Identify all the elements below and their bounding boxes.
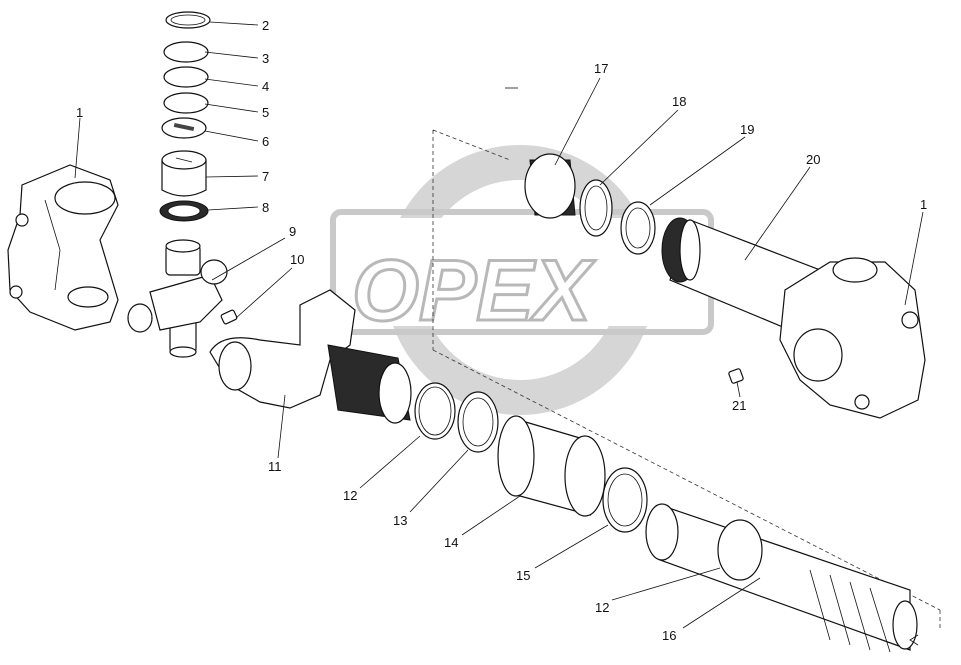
callout-12-lower: 12	[595, 600, 609, 615]
leader-lines	[74, 21, 924, 629]
splined-shaft-16	[645, 503, 918, 653]
callout-11: 11	[268, 459, 282, 474]
callout-5: 5	[262, 105, 269, 120]
callout-9: 9	[289, 224, 296, 239]
callout-7: 7	[262, 169, 269, 184]
bearing-cup-7	[161, 150, 207, 197]
washer-5	[163, 92, 209, 114]
coupling-17	[524, 153, 576, 219]
callout-13: 13	[393, 513, 407, 528]
callout-14: 14	[444, 535, 458, 550]
washer-4	[163, 66, 209, 88]
ring-19	[620, 201, 656, 255]
callout-21: 21	[732, 398, 746, 413]
yoke-left	[7, 164, 119, 331]
callout-19: 19	[740, 122, 754, 137]
callout-10: 10	[290, 252, 304, 267]
slip-yoke-11	[209, 289, 412, 424]
sleeve-14	[497, 415, 606, 517]
callout-2: 2	[262, 18, 269, 33]
callout-16: 16	[662, 628, 676, 643]
washer-3	[163, 41, 209, 63]
callout-4: 4	[262, 79, 269, 94]
ring-18	[579, 179, 613, 237]
callout-15: 15	[516, 568, 530, 583]
arrow-marker-icon	[909, 634, 919, 646]
callout-12-upper: 12	[343, 488, 357, 503]
bearing-cap-6	[161, 117, 207, 139]
callout-8: 8	[262, 200, 269, 215]
callout-3: 3	[262, 51, 269, 66]
grease-fitting-10	[220, 309, 238, 325]
callout-1-left: 1	[76, 105, 83, 120]
tube-20	[661, 217, 821, 331]
callout-17: 17	[594, 61, 608, 76]
spider-cross-9	[127, 239, 228, 358]
ring-13	[457, 391, 499, 453]
ring-12	[414, 382, 456, 440]
yoke-right	[779, 257, 926, 419]
callout-1-right: 1	[920, 197, 927, 212]
watermark-text: OPEX	[352, 243, 596, 339]
callout-labels: 1 2 3 4 5 6 7 8 9 10 11 12 13 14 15 12 1…	[76, 18, 927, 643]
callout-18: 18	[672, 94, 686, 109]
washer-15	[602, 467, 648, 533]
callout-20: 20	[806, 152, 820, 167]
callout-6: 6	[262, 134, 269, 149]
plug-21	[728, 368, 744, 384]
seal-8	[159, 200, 209, 222]
snap-ring	[165, 11, 211, 29]
